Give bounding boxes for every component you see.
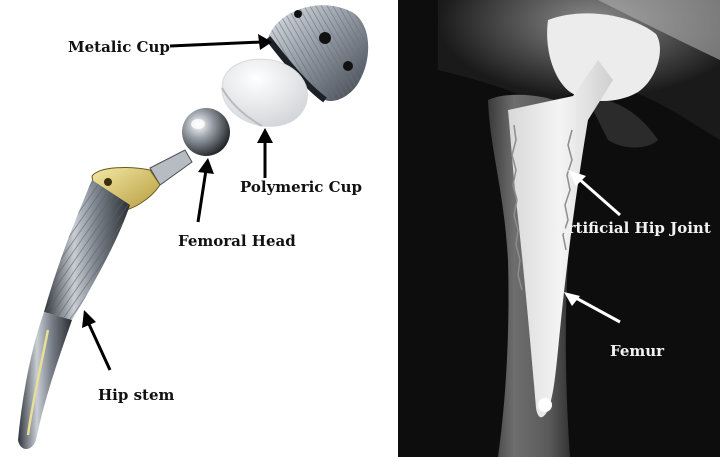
implant-illustration: Metalic Cup Polymeric Cup Femoral Head H… bbox=[0, 0, 398, 457]
femoral-head bbox=[182, 108, 230, 156]
label-hip-stem: Hip stem bbox=[98, 386, 174, 404]
label-femoral-head: Femoral Head bbox=[178, 232, 296, 250]
label-polymeric-cup: Polymeric Cup bbox=[240, 178, 362, 196]
xray-image: Artificial Hip Joint Femur bbox=[398, 0, 720, 457]
label-femur: Femur bbox=[610, 342, 665, 360]
label-artificial-hip-joint: Artificial Hip Joint bbox=[555, 219, 711, 237]
implant-components-panel: Metalic Cup Polymeric Cup Femoral Head H… bbox=[0, 0, 398, 457]
hip-stem bbox=[18, 150, 192, 449]
xray-panel: Artificial Hip Joint Femur bbox=[398, 0, 720, 457]
label-metallic-cup: Metalic Cup bbox=[68, 38, 170, 56]
